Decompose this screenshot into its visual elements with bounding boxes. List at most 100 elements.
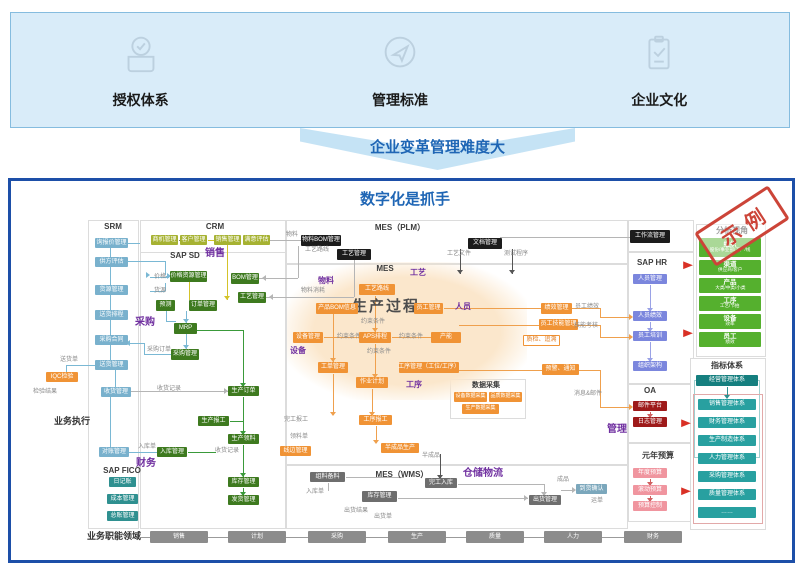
connector-line [650, 322, 651, 331]
connector-line [500, 237, 630, 238]
reconcile-box: 对账管理 [99, 447, 129, 457]
wms-hdr: MES（WMS） [375, 469, 429, 479]
connector-line [189, 282, 190, 300]
budget-box-2: 滚动预算 [633, 485, 667, 495]
fico-box-1: 日记账 [109, 477, 136, 487]
srm-box-2: 供方评估 [95, 257, 128, 267]
lbl-manage: 管理 [607, 424, 627, 436]
connector-line [440, 454, 441, 478]
connector-line [110, 345, 111, 360]
forecast-box: 预测 [156, 300, 175, 311]
outbound-box: 出货管理 [529, 495, 561, 505]
arrowhead-icon [240, 492, 246, 499]
lbl-recv-record-2: 收货记录 [215, 447, 240, 454]
lbl-skill-exam: 技能考核 [574, 322, 599, 329]
ind-box-3: 生产制造体系 [698, 435, 756, 446]
oa-box-1: 邮件平台 [633, 401, 667, 411]
ind-box-7: …… [698, 507, 756, 518]
connector-line [128, 261, 166, 262]
connector-line [577, 325, 600, 326]
fico-box-3: 总账管理 [107, 511, 138, 521]
connector-line [572, 308, 600, 309]
plm-craft-box: 工艺管理 [337, 249, 371, 260]
lbl-personnel: 人员 [455, 302, 471, 312]
connector-line [166, 311, 167, 322]
connector-line [165, 261, 166, 275]
ind-box-6: 质量管理体系 [698, 489, 756, 500]
connector-line [128, 343, 145, 344]
connector-line [186, 334, 187, 349]
connector-line [600, 325, 601, 338]
ana-box-4-sub: 工艺/节拍 [720, 303, 740, 310]
arrowhead-icon [647, 414, 653, 421]
arrowhead-icon [146, 272, 153, 278]
lbl-process: 工序 [406, 380, 422, 390]
lbl-production-process: 生产过程 [352, 297, 421, 315]
lbl-staff-perf: 员工绩效 [575, 303, 600, 310]
lbl-constraint-2: 约束条件 [337, 333, 362, 340]
connector-line [115, 370, 116, 387]
hr-box-4: 组织架构 [633, 361, 667, 371]
lbl-po: 采购订单 [147, 346, 172, 353]
ind-box-4: 人力管理体系 [698, 453, 756, 464]
srm-box-1: 询报价管理 [95, 238, 128, 248]
connector-line [650, 342, 651, 361]
production-process-ellipse [287, 262, 527, 400]
connector-line [110, 267, 111, 285]
bottom-box-3: 采购 [308, 531, 366, 543]
connector-line [376, 426, 377, 443]
connector-line [444, 308, 541, 309]
mes-aps-box: APS排程 [359, 332, 391, 343]
arrowhead-icon [524, 495, 531, 501]
diagram-title: 数字化是抓手 [359, 191, 450, 208]
sd-hdr: SAP SD [170, 250, 200, 260]
ana-box-6-sub: 绩效 [725, 339, 735, 346]
red-arrow-2: ► [679, 324, 697, 340]
alert-box: 预警、通知 [542, 364, 579, 375]
connector-line [600, 308, 601, 318]
arrowhead-icon [369, 412, 375, 419]
lbl-outbound-note: 出货单 [373, 513, 392, 520]
mes-plan-box: 作业计划 [356, 377, 388, 388]
crm-box-3: 销售管理 [214, 235, 241, 245]
lbl-procure: 采购 [135, 317, 155, 329]
connector-line [512, 249, 513, 274]
stock-box: 库存管理 [228, 477, 259, 487]
hr-hdr: SAP HR [636, 257, 668, 267]
connector-line [458, 484, 544, 485]
arrowhead-icon [330, 358, 336, 365]
lbl-price: 价格 [153, 273, 166, 280]
ana-box-3-sub: 大类/中类/小类 [714, 285, 746, 292]
wms-stock-box: 库存管理 [362, 491, 397, 502]
connector-line [346, 477, 404, 478]
workflow-box: 工作流管理 [630, 230, 670, 243]
finish-in-box: 完工入库 [425, 478, 457, 488]
red-arrow-3: ► [677, 414, 695, 430]
lbl-outbound-result: 出货结果 [344, 507, 369, 514]
arrowhead-icon [224, 296, 230, 303]
wms-process-report-box: 工序报工 [359, 415, 392, 425]
mes-process-box: 工序管理（工位/工序） [398, 362, 460, 373]
lbl-msg-mail: 消息&邮件 [574, 390, 603, 397]
banner-item-label: 授权体系 [112, 92, 169, 108]
bottom-hdr: 业务职能领域 [87, 531, 142, 542]
lbl-material-plm: 物料 [285, 231, 298, 238]
connector-line [398, 498, 528, 499]
arrowhead-icon [240, 383, 246, 390]
arrowhead-icon [647, 482, 653, 489]
bottom-box-7: 财务 [624, 531, 682, 543]
connector-line [110, 248, 111, 257]
connector-line [144, 343, 145, 355]
arrowhead-icon [259, 275, 266, 281]
ind-box-2: 财务管理体系 [698, 417, 756, 428]
ind-box-1: 销售管理体系 [698, 399, 756, 410]
arrowhead-icon [457, 270, 463, 277]
ana-box-3: 产品大类/中类/小类 [699, 278, 761, 293]
ind-box-5: 采购管理体系 [698, 471, 756, 482]
connector-line [600, 317, 631, 318]
connector-line [243, 397, 244, 434]
lbl-delivery-note: 送货单 [59, 356, 78, 363]
lbl-finished-goods: 成品 [556, 476, 569, 483]
funnel-label: 企业变革管理难度大 [369, 139, 505, 156]
